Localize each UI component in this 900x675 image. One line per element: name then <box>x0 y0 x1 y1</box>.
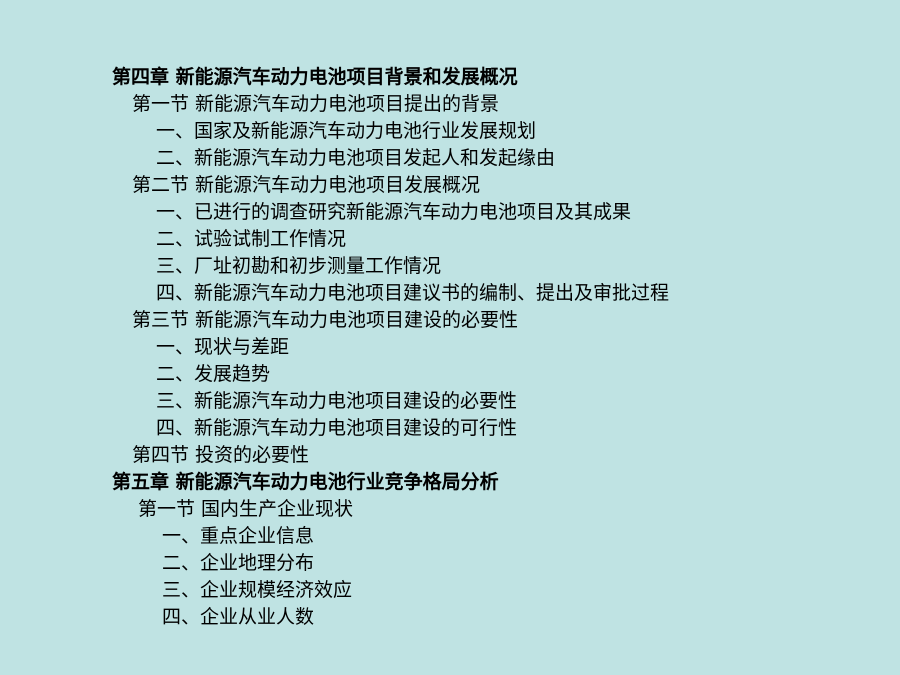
ch4-s3-item-3: 三、新能源汽车动力电池项目建设的必要性 <box>156 390 518 412</box>
chapter-4-title: 第四章 新能源汽车动力电池项目背景和发展概况 <box>112 66 518 88</box>
ch4-s2-item-3: 三、厂址初勘和初步测量工作情况 <box>156 255 442 277</box>
ch4-section-2-title: 第二节 新能源汽车动力电池项目发展概况 <box>132 174 481 196</box>
ch4-s3-item-2: 二、发展趋势 <box>156 363 271 385</box>
ch4-s2-item-1: 一、已进行的调查研究新能源汽车动力电池项目及其成果 <box>156 201 632 223</box>
ch4-s1-item-1: 一、国家及新能源汽车动力电池行业发展规划 <box>156 120 537 142</box>
ch5-s1-item-3: 三、企业规模经济效应 <box>162 579 353 601</box>
ch5-s1-item-1: 一、重点企业信息 <box>162 525 315 547</box>
ch4-section-4-title: 第四节 投资的必要性 <box>132 444 310 466</box>
ch5-s1-item-2: 二、企业地理分布 <box>162 552 315 574</box>
ch4-s2-item-2: 二、试验试制工作情况 <box>156 228 347 250</box>
ch4-s3-item-1: 一、现状与差距 <box>156 336 290 358</box>
ch5-section-1-title: 第一节 国内生产企业现状 <box>138 498 354 520</box>
ch4-s1-item-2: 二、新能源汽车动力电池项目发起人和发起缘由 <box>156 147 556 169</box>
ch5-s1-item-4: 四、企业从业人数 <box>162 606 315 628</box>
chapter-5-title: 第五章 新能源汽车动力电池行业竞争格局分析 <box>112 471 499 493</box>
ch4-section-1-title: 第一节 新能源汽车动力电池项目提出的背景 <box>132 93 500 115</box>
ch4-s2-item-4: 四、新能源汽车动力电池项目建议书的编制、提出及审批过程 <box>156 282 670 304</box>
ch4-section-3-title: 第三节 新能源汽车动力电池项目建设的必要性 <box>132 309 519 331</box>
ch4-s3-item-4: 四、新能源汽车动力电池项目建设的可行性 <box>156 417 518 439</box>
